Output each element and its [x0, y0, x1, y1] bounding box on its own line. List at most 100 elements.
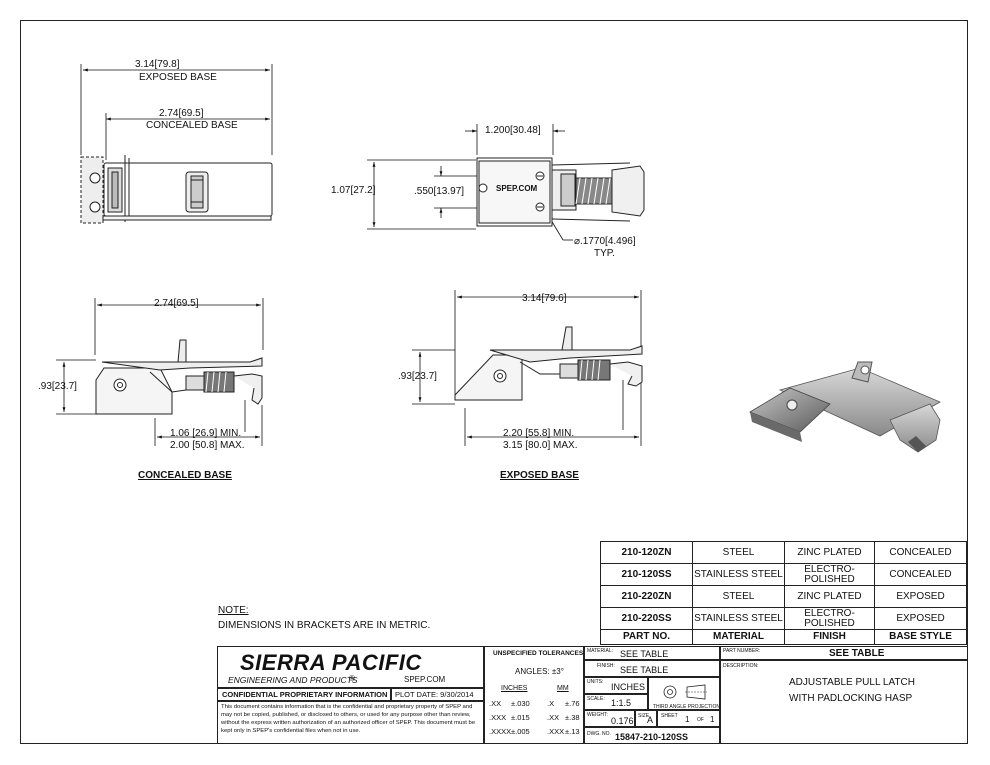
bom-material-cell: STAINLESS STEEL [692, 563, 785, 586]
tolerance-angles: ANGLES: ±3° [515, 667, 564, 676]
plot-date-box: PLOT DATE: 9/30/2014 [391, 688, 484, 701]
part-number-label: PART NUMBER: [723, 648, 761, 654]
units-value: INCHES [611, 682, 646, 692]
units-label: UNITS: [587, 679, 604, 685]
confidential-text-box: This document contains information that … [217, 701, 484, 744]
description-line1: ADJUSTABLE PULL LATCH [789, 677, 915, 688]
dim-exposed-value: 3.14[79.8] [135, 59, 180, 70]
projection-box: THIRD ANGLE PROJECTION [648, 677, 720, 710]
bom-header-material: MATERIAL [692, 629, 785, 645]
projection-label: THIRD ANGLE PROJECTION [653, 704, 720, 710]
bl-dim-length: 2.74[69.5] [154, 298, 199, 309]
material-value: SEE TABLE [620, 649, 669, 659]
dim-width: 1.200[30.48] [485, 125, 541, 136]
br-dim-height: .93[23.7] [398, 371, 437, 382]
bom-part-cell: 210-220SS [600, 607, 693, 630]
part-number-box: PART NUMBER: SEE TABLE [720, 646, 968, 660]
material-box: MATERIAL: SEE TABLE [584, 646, 720, 660]
tolerance-in-v: ±.030 [511, 699, 530, 708]
bom-base-cell: EXPOSED [874, 607, 967, 630]
tolerance-mm-k: .X [547, 699, 555, 708]
of-value: 1 [710, 715, 715, 724]
bom-finish-cell: ZINC PLATED [784, 541, 875, 564]
material-label: MATERIAL: [587, 648, 614, 654]
bom-finish-cell: ELECTRO- POLISHED [784, 563, 875, 586]
company-sub: ENGINEERING AND PRODUCTS [228, 675, 358, 685]
bom-material-cell: STEEL [692, 541, 785, 564]
dim-concealed-value: 2.74[69.5] [159, 108, 204, 119]
part-number-value: SEE TABLE [829, 648, 885, 659]
part-mark: SPEP.COM [496, 184, 538, 193]
bom-base-cell: EXPOSED [874, 585, 967, 608]
sheet-value: 1 [685, 715, 690, 724]
bom-material-cell: STEEL [692, 585, 785, 608]
br-dim-max: 3.15 [80.0] MAX. [503, 440, 578, 451]
company-website: SPEP.COM [404, 675, 446, 684]
bom-part-cell: 210-120SS [600, 563, 693, 586]
units-box: UNITS: INCHES [584, 677, 648, 694]
description-line2: WITH PADLOCKING HASP [789, 693, 913, 704]
company-box: SIERRA PACIFIC ENGINEERING AND PRODUCTS … [217, 646, 484, 688]
confidential-text: This document contains information that … [221, 704, 476, 734]
finish-box: FINISH: SEE TABLE [584, 660, 720, 677]
bl-caption: CONCEALED BASE [138, 470, 232, 481]
top-left-dimensions [80, 64, 273, 160]
dim-height: 1.07[27.2] [331, 185, 376, 196]
weight-value: 0.176 [611, 716, 634, 726]
size-box: SIZE A [635, 710, 657, 727]
bl-dim-max: 2.00 [50.8] MAX. [170, 440, 245, 451]
bom-header-finish: FINISH [784, 629, 875, 645]
registered-icon: ® [349, 674, 355, 683]
dim-hole-spacing: .550[13.97] [414, 186, 465, 197]
tolerance-mm-header: MM [557, 685, 569, 692]
isometric-render [749, 361, 941, 453]
hole-dim: ⌀.1770[4.496] [574, 236, 636, 247]
sheet-box: SHEET 1 OF 1 [657, 710, 720, 727]
br-caption: EXPOSED BASE [500, 470, 579, 481]
scale-value: 1:1.5 [611, 698, 632, 708]
bom-header-base: BASE STYLE [874, 629, 967, 645]
dwg-value: 15847-210-120SS [615, 732, 689, 742]
bom-finish-cell: ELECTRO- POLISHED [784, 607, 875, 630]
tolerance-mm-k: .XX [547, 713, 560, 722]
tolerance-mm-v: ±.38 [565, 713, 580, 722]
bom-base-cell: CONCEALED [874, 563, 967, 586]
bl-dim-min: 1.06 [26.9] MIN. [170, 428, 242, 439]
bom-header-part: PART NO. [600, 629, 693, 645]
description-box: DESCRIPTION: ADJUSTABLE PULL LATCH WITH … [720, 660, 968, 744]
bom-material-cell: STAINLESS STEEL [692, 607, 785, 630]
of-label: OF [697, 717, 704, 723]
description-label: DESCRIPTION: [723, 663, 759, 669]
company-name: SIERRA PACIFIC [240, 650, 422, 675]
projection-symbol-icon [663, 684, 707, 700]
bom-part-cell: 210-120ZN [600, 541, 693, 564]
tolerance-in-v: ±.015 [511, 713, 530, 722]
finish-value: SEE TABLE [620, 665, 669, 675]
weight-box: WEIGHT: 0.176 [584, 710, 635, 727]
tolerance-in-k: .XXXX [489, 727, 512, 736]
tolerance-mm-v: ±.13 [565, 727, 580, 736]
scale-label: SCALE: [587, 696, 605, 702]
bom-part-cell: 210-220ZN [600, 585, 693, 608]
bom-base-cell: CONCEALED [874, 541, 967, 564]
bom-finish-cell: ZINC PLATED [784, 585, 875, 608]
size-value: A [647, 715, 654, 725]
sheet-label: SHEET [661, 713, 678, 719]
note-title: NOTE: [218, 605, 249, 616]
dwg-label: DWG. NO. [587, 731, 611, 737]
dim-exposed-label: EXPOSED BASE [139, 72, 217, 83]
tolerances-title: UNSPECIFIED TOLERANCES [493, 650, 584, 657]
bl-dim-height: .93[23.7] [38, 381, 77, 392]
tolerance-in-k: .XX [489, 699, 502, 708]
top-left-part [80, 155, 273, 224]
